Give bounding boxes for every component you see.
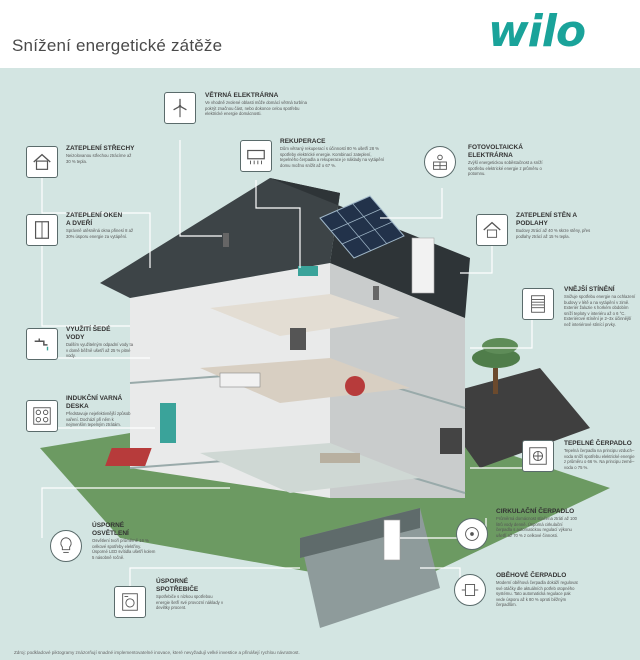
blinds-icon [522,288,554,320]
greywater-title: VYUŽITÍ ŠEDÉ VODY [66,326,111,341]
window-icon [26,214,58,246]
circulator-title: OBĚHOVÉ ČERPADLO [496,572,567,579]
heat-pump-outdoor [440,428,462,454]
shading-title: VNĚJŠÍ STÍNĚNÍ [564,286,615,293]
house-roof-icon [26,146,58,178]
heatpump-text: Tepelná čerpadla na principu vzduch–voda… [564,448,635,470]
windows-title: ZATEPLENÍ OKEN A DVEŘÍ [66,212,123,227]
roof-title: ZATEPLENÍ STŘECHY [66,145,135,152]
walls-text: Budovy ztrácí až 40 % skrze stěny, přes … [516,228,591,239]
house-wall-icon [476,214,508,246]
heatpump-title: TEPELNÉ ČERPADLO [564,440,632,447]
greywater-text: Dalším využitelným odpadní vody ta v dom… [66,342,134,359]
induction-hob-icon [26,400,58,432]
header: Snížení energetické zátěže wilo [0,0,640,68]
lighting-text: Osvětlení tvoří průměrně 16 % celkové sp… [92,538,156,560]
recovery-text: Dům větraný rekuperací s účinností 80 % … [280,146,385,168]
circulation-title: CIRKULAČNÍ ČERPADLO [496,508,575,515]
washing-machine-icon [114,586,146,618]
solar-panel-icon [424,146,456,178]
recovery-title: REKUPERACE [280,138,326,145]
recuperation-unit-icon [240,140,272,172]
induction-text: Představuje nejefektivnější způsob vařen… [66,411,131,428]
faucet-icon [26,328,58,360]
chimney [411,237,435,294]
roof-text: Neizolovanou střechou ztrácíme až 30 % t… [66,153,132,164]
pv-title: FOTOVOLTAICKÁ ELEKTRÁRNA [468,144,523,159]
circulation-text: Průměrná domácnost stlačena ztrátí až 10… [496,516,577,538]
shading-text: Snižuje spotřebu energie na ochlazení bu… [564,294,636,327]
lighting-title: ÚSPORNÉ OSVĚTLENÍ [92,522,129,537]
footer-note: Zdroj: podkladové piktogramy znázorňují … [14,650,300,655]
pv-text: Zvýší energetickou soběstačnost a sníží … [468,160,543,177]
wind-title: VĚTRNÁ ELEKTRÁRNA [205,92,279,99]
appliances-text: Spotřebiče s nízkou spotřebou energie še… [156,594,224,611]
page-title: Snížení energetické zátěže [12,36,223,55]
windows-text: Správně utěsněná okna přinesí 8 až 30% ú… [66,228,134,239]
appliances-title: ÚSPORNÉ SPOTŘEBIČE [156,578,199,593]
wind-text: Ve vhodně zvolené oblasti může domácí vě… [205,100,307,117]
walls-title: ZATEPLENÍ STĚN A PODLAHY [516,212,577,227]
heat-pump-icon [522,440,554,472]
induction-title: INDUKČNÍ VARNÁ DESKA [66,395,123,410]
wind-turbine-icon [164,92,196,124]
wilo-logo: wilo [488,6,586,57]
circulator-text: Moderní oběhová čerpadla dokáží regulova… [496,580,578,608]
light-bulb-icon [50,530,82,562]
pump-icon [454,574,486,606]
circulation-pump-icon [456,518,488,550]
